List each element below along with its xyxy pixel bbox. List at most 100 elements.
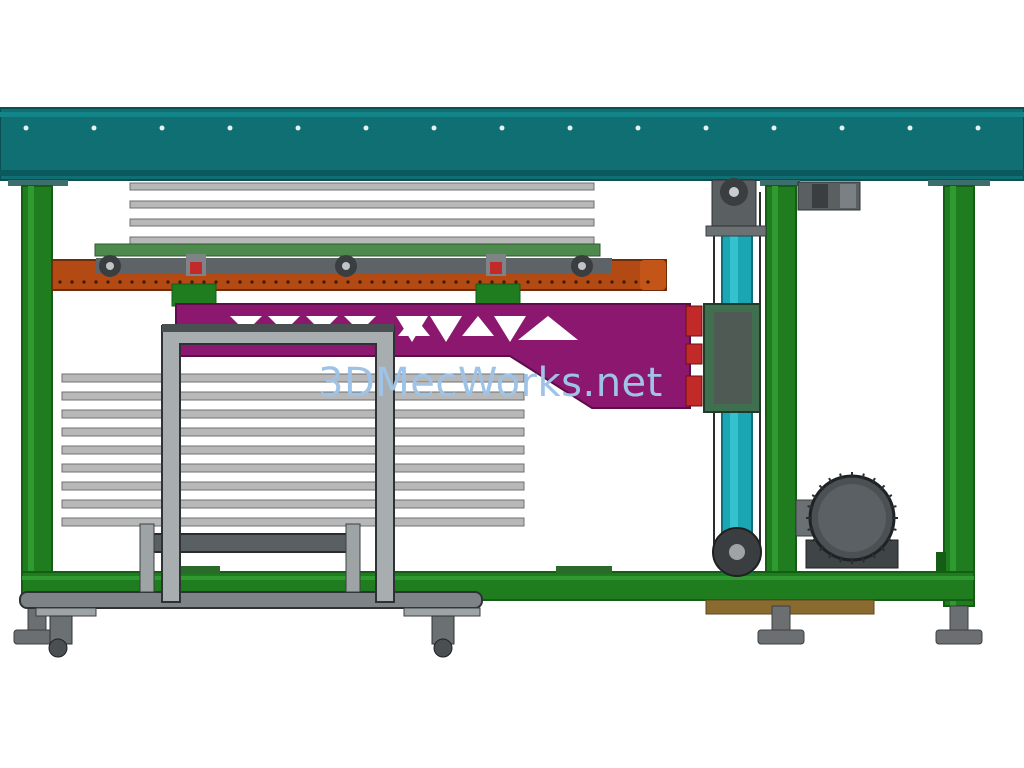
green-mount-blocks: [171, 283, 521, 307]
arm-cutout: [518, 316, 578, 340]
rail-bolt: [610, 280, 614, 284]
rail-bolt: [514, 280, 518, 284]
lower-bar: [61, 445, 525, 455]
middle-leg: [765, 185, 797, 607]
motor-fin: [879, 484, 886, 491]
rail-bolt: [238, 280, 242, 284]
lower-bar: [61, 463, 525, 473]
motor-fin: [890, 527, 897, 531]
rail-bolt: [166, 280, 170, 284]
rail-bolt: [202, 280, 206, 284]
rail-bolt: [226, 280, 230, 284]
beam-mount-plates: [8, 180, 990, 186]
beam-hole: [635, 125, 641, 131]
beam-hole: [907, 125, 913, 131]
rail-bolt: [310, 280, 314, 284]
carriage-plate: [94, 243, 601, 257]
rail-bolt: [466, 280, 470, 284]
motor-fin: [886, 494, 893, 499]
motor-fin: [871, 552, 876, 559]
motor-fin: [871, 477, 876, 484]
lower-bar: [61, 373, 525, 383]
beam-hole: [159, 125, 165, 131]
trolley-base: [19, 591, 483, 609]
motor-fin: [828, 477, 833, 484]
upper-bar-stack: [129, 182, 595, 245]
rail-bolt: [490, 280, 494, 284]
motor-fin: [807, 527, 814, 531]
top-pulley: [711, 178, 757, 227]
motor-fin: [828, 552, 833, 559]
gear-motor: [795, 472, 899, 569]
rail-bolt: [142, 280, 146, 284]
rail-bolt: [598, 280, 602, 284]
motor-fin: [839, 556, 843, 563]
rail-bolt: [406, 280, 410, 284]
roller-2: [335, 255, 357, 277]
motor-fin: [886, 537, 893, 542]
rail-bolt: [118, 280, 122, 284]
rail-bolt: [394, 280, 398, 284]
rail-bolt: [538, 280, 542, 284]
motor-fin: [890, 505, 897, 509]
rail-bolt: [646, 280, 650, 284]
arm-cutout: [396, 316, 428, 342]
motor-fins: [806, 472, 898, 564]
rail-bolt: [214, 280, 218, 284]
motor-fin: [839, 473, 843, 480]
caster-right: [431, 615, 455, 658]
rail-bolt: [262, 280, 266, 284]
motor-fin: [861, 556, 865, 563]
lower-bar: [61, 427, 525, 437]
lower-bar: [61, 499, 525, 509]
beam-hole: [499, 125, 505, 131]
pneumatic-cylinders: [186, 254, 506, 276]
rail-bolt: [574, 280, 578, 284]
rail-bolt-row: [58, 280, 650, 284]
bottom-pulley: [712, 527, 762, 577]
lower-bar: [61, 391, 525, 401]
caster-left: [48, 615, 73, 658]
rail-bolt: [94, 280, 98, 284]
roller-1: [99, 255, 121, 277]
rail-bolt: [82, 280, 86, 284]
rail-bolt: [586, 280, 590, 284]
upper-bar: [129, 236, 595, 245]
beam-hole: [91, 125, 97, 131]
slide-rollers: [99, 255, 593, 277]
beam-hole: [363, 125, 369, 131]
rail-bolt: [322, 280, 326, 284]
upper-bar: [129, 218, 595, 227]
beam-hole: [975, 125, 981, 131]
left-leg: [21, 185, 53, 605]
rail-bolt: [190, 280, 194, 284]
beam-bolt-holes: [23, 125, 981, 131]
rail-bolt: [106, 280, 110, 284]
lower-bar: [61, 481, 525, 491]
top-drive-motor: [797, 181, 861, 211]
rail-bolt: [550, 280, 554, 284]
rail-bolt: [346, 280, 350, 284]
lower-bar-stack: [61, 373, 525, 527]
rail-bolt: [418, 280, 422, 284]
rail-bolt: [634, 280, 638, 284]
rail-bolt: [370, 280, 374, 284]
rail-bolt: [454, 280, 458, 284]
rail-bolt: [154, 280, 158, 284]
beam-hole: [23, 125, 29, 131]
rail-bolt: [334, 280, 338, 284]
motor-fin: [861, 473, 865, 480]
rail-bolt: [130, 280, 134, 284]
beam-hole: [227, 125, 233, 131]
linear-slide: [51, 258, 667, 291]
rail-bolt: [178, 280, 182, 284]
arm-cutout: [462, 316, 494, 336]
roller-3: [571, 255, 593, 277]
rail-bolt: [70, 280, 74, 284]
upper-bar: [129, 182, 595, 191]
lower-bar: [61, 409, 525, 419]
rail-bolt: [286, 280, 290, 284]
motor-fin: [818, 545, 825, 552]
trolley-u-frame: [161, 325, 395, 603]
